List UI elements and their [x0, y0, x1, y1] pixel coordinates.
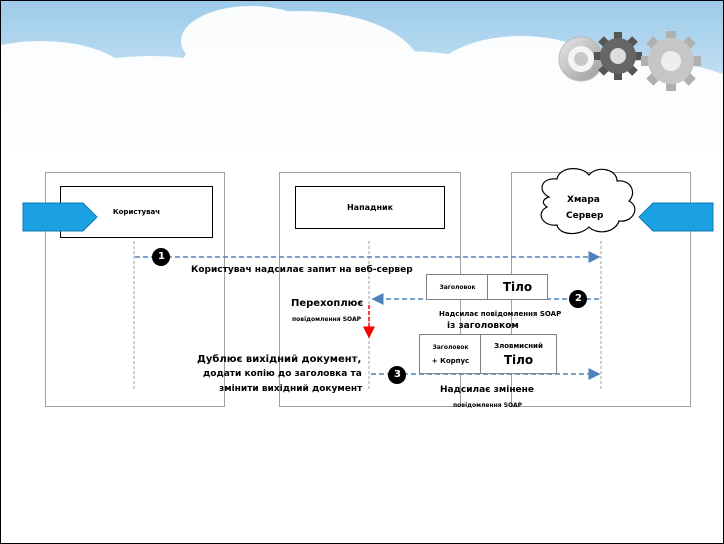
attacker-box: Нападник — [295, 186, 445, 229]
duplicate-line2: додати копію до заголовка та — [203, 369, 362, 379]
message2-header-line2: + Корпус — [431, 356, 470, 365]
user-side-arrow-icon — [22, 202, 98, 232]
cloud-label-line2: Сервер — [566, 211, 604, 221]
message2-body-line2: Тіло — [503, 352, 534, 367]
duplicate-line3: змінити вихідний документ — [219, 384, 363, 394]
sky-banner — [1, 1, 723, 151]
step2-number: 2 — [575, 293, 582, 304]
server-side-arrow-icon — [638, 202, 714, 232]
message2-header-line1: Заголовок — [432, 343, 469, 351]
message2-body: Зловмисний Тіло — [480, 334, 557, 374]
step3-number: 3 — [394, 369, 401, 380]
step2-label-line1: Надсилає повідомлення SOAP — [439, 310, 562, 318]
cloud-label-line1: Хмара — [567, 195, 600, 205]
message1-header: Заголовок — [426, 274, 489, 300]
intercept-line2: повідомлення SOAP — [292, 316, 361, 323]
step1-number: 1 — [158, 251, 165, 262]
message2-header: Заголовок + Корпус — [419, 334, 482, 374]
gear-icon — [641, 31, 701, 91]
gear-icon — [558, 36, 604, 82]
message2-body-line1: Зловмисний — [494, 341, 543, 350]
message1-body-text: Тіло — [502, 280, 533, 294]
duplicate-line1: Дублює вихідний документ, — [197, 354, 362, 365]
step3-label-line1: Надсилає змінене — [440, 385, 534, 395]
gear-icon — [594, 32, 642, 80]
step2-badge — [569, 290, 587, 308]
step3-badge — [388, 366, 406, 384]
step1-label: Користувач надсилає запит на веб-сервер — [191, 265, 413, 275]
intercept-line1: Перехоплює — [291, 298, 364, 309]
step3-label-line2: повідомлення SOAP — [453, 402, 522, 409]
step1-badge — [152, 248, 170, 266]
message1-body: Тіло — [487, 274, 548, 300]
user-label: Користувач — [112, 208, 161, 216]
attacker-label: Нападник — [346, 203, 394, 212]
message1-header-text: Заголовок — [439, 283, 476, 291]
step2-label-line2: із заголовком — [447, 321, 519, 331]
